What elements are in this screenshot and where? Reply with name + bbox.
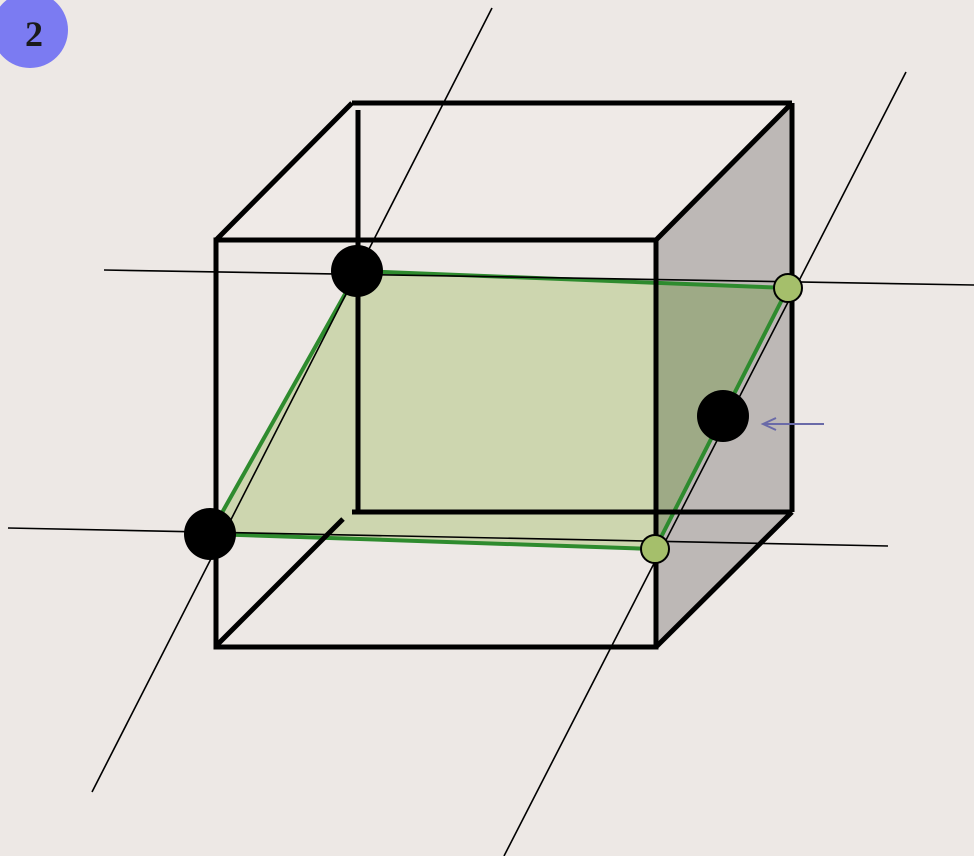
construction-line-right xyxy=(503,71,907,856)
cube-edge-hidden-bottom-left xyxy=(216,517,345,646)
constructed-point-bottom-right xyxy=(640,534,670,564)
cube-edge-bottom-right xyxy=(654,510,794,649)
step-number-label: 2 xyxy=(25,14,43,54)
cube-edge-top-right xyxy=(654,101,794,242)
section-edge-top xyxy=(357,269,789,290)
section-edge-left xyxy=(208,270,360,535)
construction-lines xyxy=(7,7,974,856)
section-edge-bottom xyxy=(209,532,656,551)
arrow xyxy=(760,417,824,431)
construction-line-top xyxy=(103,269,974,286)
constructed-point-top-right xyxy=(773,273,803,303)
given-point-top-left xyxy=(331,245,383,297)
construction-line-bottom xyxy=(7,527,889,547)
cube-edge-top-left xyxy=(214,101,354,242)
section-plane xyxy=(210,271,788,549)
arrow-head xyxy=(760,417,777,431)
cube-edges xyxy=(213,100,795,650)
construction-line-left xyxy=(91,7,493,793)
given-point-bottom-left xyxy=(184,508,236,560)
step-number-badge: 2 xyxy=(0,0,68,68)
given-point-right-face xyxy=(697,390,749,442)
